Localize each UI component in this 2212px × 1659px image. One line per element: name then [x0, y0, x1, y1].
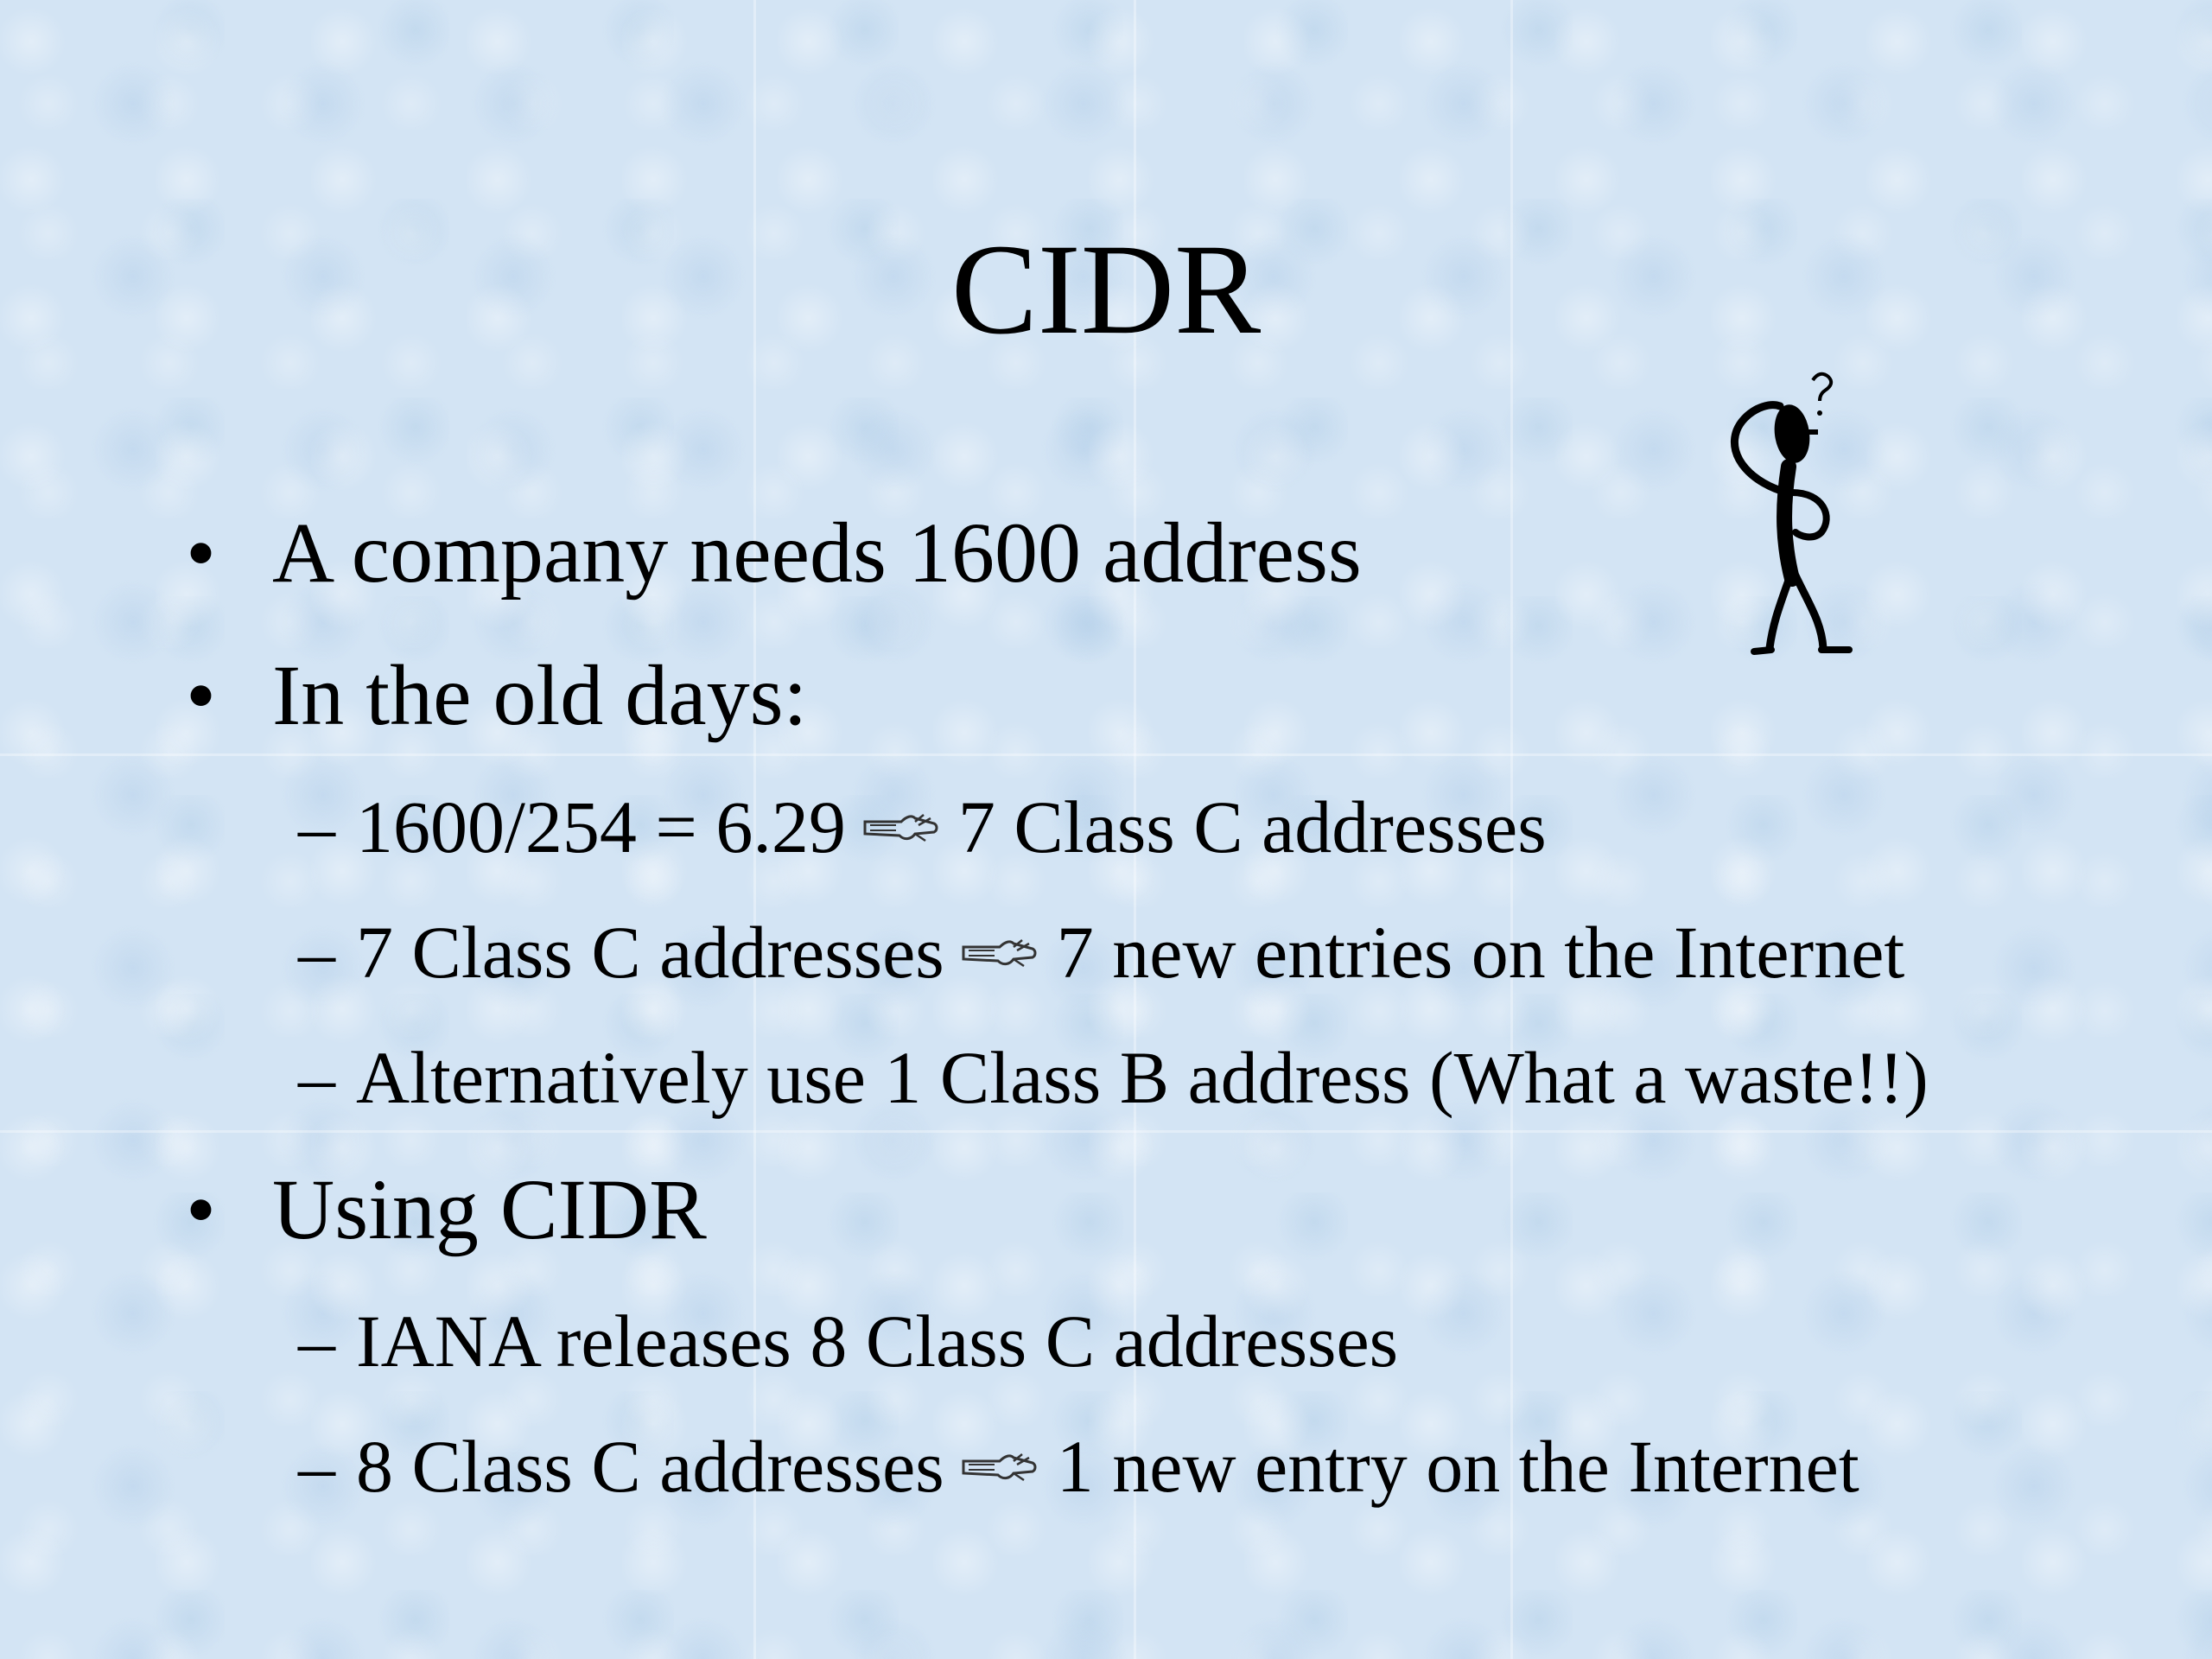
pointing-hand-arrow-icon — [863, 814, 938, 842]
bullet-item: • In the old days: — [186, 644, 807, 747]
sub-bullet-text: 1600/254 = 6.29 — [356, 785, 846, 868]
sub-bullet-item: –1600/254 = 6.29 7 Class C addresses — [298, 782, 1547, 872]
sub-bullet-text: 7 new entries on the Internet — [1056, 911, 1905, 994]
sub-bullet-text: IANA releases 8 Class C addresses — [356, 1300, 1399, 1382]
sub-bullet-text: 8 Class C addresses — [356, 1425, 944, 1508]
sub-bullet-item: –7 Class C addresses 7 new entries on the… — [298, 907, 1904, 997]
bullet-item: • A company needs 1600 address — [186, 501, 1362, 605]
sub-bullet-dash: – — [298, 1036, 335, 1119]
confused-stick-figure-icon — [1731, 372, 1853, 655]
sub-bullet-dash: – — [298, 785, 335, 868]
slide-title: CIDR — [950, 218, 1262, 361]
background-tile-seam — [0, 1130, 2212, 1133]
bullet-text: Using CIDR — [272, 1161, 707, 1257]
background-tile-seam — [753, 0, 756, 1659]
sub-bullet-dash: – — [298, 1425, 335, 1508]
sub-bullet-dash: – — [298, 911, 335, 994]
background-tile-seam — [1510, 0, 1513, 1659]
sub-bullet-text: 7 Class C addresses — [356, 911, 944, 994]
background-tile-seam — [1134, 0, 1136, 1659]
sub-bullet-text: Alternatively use 1 Class B address (Wha… — [356, 1036, 1929, 1119]
pointing-hand-arrow-icon — [962, 939, 1037, 968]
bullet-dot: • — [186, 1161, 217, 1257]
sub-bullet-dash: – — [298, 1300, 335, 1382]
sub-bullet-text: 7 Class C addresses — [957, 785, 1547, 868]
background-tile-seam — [0, 753, 2212, 756]
bullet-dot: • — [186, 505, 217, 601]
sub-bullet-item: –8 Class C addresses 1 new entry on the I… — [298, 1421, 1859, 1511]
sub-bullet-item: –IANA releases 8 Class C addresses — [298, 1296, 1398, 1386]
bullet-text: A company needs 1600 address — [272, 505, 1362, 601]
sub-bullet-item: –Alternatively use 1 Class B address (Wh… — [298, 1033, 1929, 1122]
bullet-item: • Using CIDR — [186, 1158, 707, 1262]
sub-bullet-text: 1 new entry on the Internet — [1056, 1425, 1859, 1508]
bullet-text: In the old days: — [272, 647, 808, 743]
bullet-dot: • — [186, 647, 217, 743]
pointing-hand-arrow-icon — [962, 1453, 1037, 1482]
